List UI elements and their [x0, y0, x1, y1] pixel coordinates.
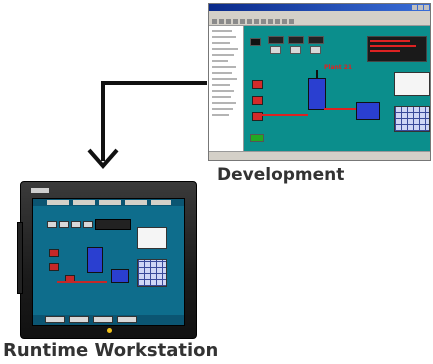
- window-controls: [412, 5, 429, 10]
- title-bar: [209, 4, 430, 11]
- toolbar: [209, 17, 430, 26]
- status-bar: [209, 151, 430, 160]
- pump-icon-1: [252, 80, 263, 89]
- storage-tank: [356, 102, 380, 120]
- canvas-title: Plant 21: [324, 64, 353, 71]
- hmi-design-canvas: Plant 21: [244, 26, 430, 152]
- runtime-workstation-label: Runtime Workstation: [3, 340, 219, 361]
- reactor-tank: [308, 78, 326, 110]
- power-led: [107, 328, 112, 333]
- development-screenshot: Plant 21: [208, 3, 431, 161]
- project-tree: [209, 26, 244, 152]
- runtime-screen: [32, 198, 185, 326]
- connector-vertical: [101, 81, 105, 161]
- pump-icon-2: [252, 96, 263, 105]
- menu-bar: [209, 11, 430, 17]
- device-side-connector: [17, 222, 23, 294]
- screen-tab-bar: [33, 199, 184, 206]
- runtime-workstation-device: [17, 181, 197, 339]
- pump-icon-3: [252, 112, 263, 121]
- connector-horizontal-top: [101, 81, 207, 85]
- arrow-down-icon: [87, 148, 119, 170]
- development-label: Development: [217, 165, 345, 185]
- device-logo: [31, 188, 49, 193]
- alarm-panel: [367, 36, 427, 62]
